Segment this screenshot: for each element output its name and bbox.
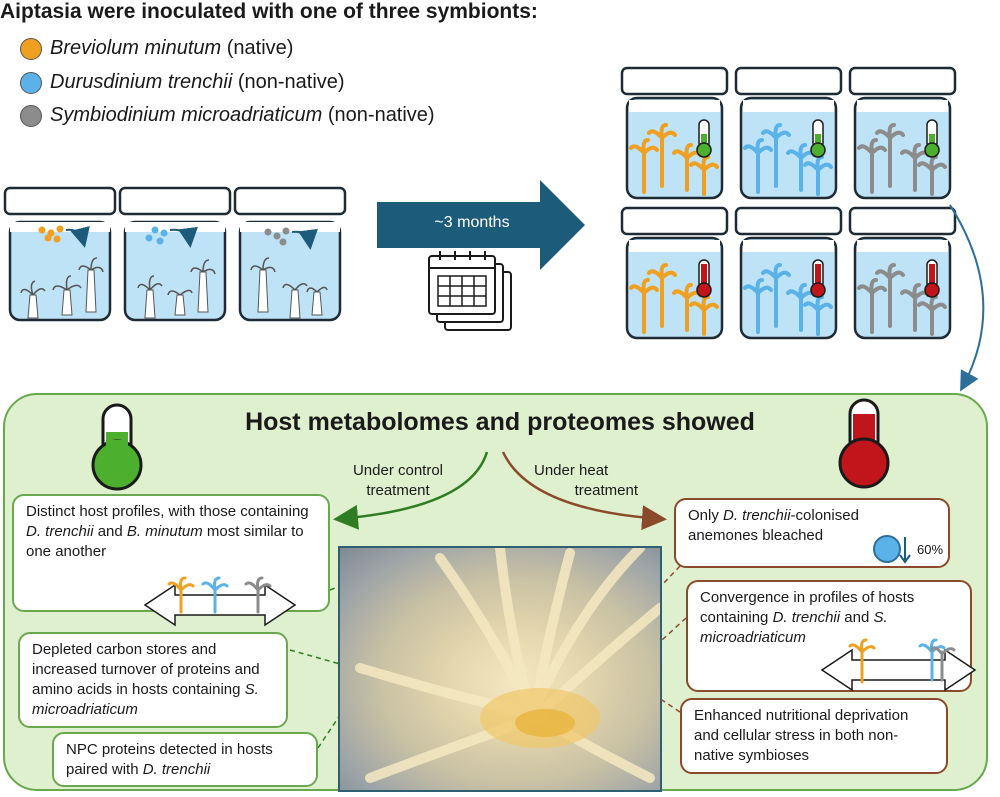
anemone-grey-icon bbox=[900, 143, 930, 192]
species-name: D. trenchii bbox=[772, 609, 841, 626]
heat-thermometer-icon bbox=[810, 259, 826, 298]
anemone-grey-icon bbox=[900, 283, 930, 332]
anemone-grey-icon bbox=[857, 278, 887, 334]
anemone-grey-icon bbox=[857, 138, 887, 194]
anemone-grey-icon bbox=[917, 155, 947, 196]
finding-text: NPC proteins detected in hosts paired wi… bbox=[66, 741, 273, 778]
grey-symbiont-dot-icon bbox=[20, 104, 42, 127]
finding-text: and bbox=[93, 523, 127, 540]
legend-genus: Durusdinium trenchii bbox=[50, 71, 233, 93]
control-label-line2: treatment bbox=[366, 482, 430, 499]
legend-item-breviolum: Breviolum minutum (native) bbox=[20, 37, 293, 60]
treatment-jar-control-grey bbox=[848, 66, 957, 200]
species-name: B. minutum bbox=[126, 523, 203, 540]
control-branch-arrow bbox=[333, 451, 489, 530]
time-arrow-icon bbox=[377, 180, 585, 270]
finding-text: most similar to one another bbox=[26, 523, 304, 560]
treatment-jars bbox=[620, 66, 957, 340]
anemone-blue-icon bbox=[803, 155, 833, 196]
inoculation-jar-orange bbox=[3, 186, 117, 322]
anemone-blue-icon bbox=[803, 295, 833, 336]
blue-symbiont-dot-icon bbox=[20, 71, 42, 94]
figure-title: Aiptasia were inoculated with one of thr… bbox=[0, 0, 538, 23]
finding-npc-proteins: NPC proteins detected in hosts paired wi… bbox=[52, 732, 318, 787]
heat-branch-arrow bbox=[501, 451, 667, 531]
anemone-blue-icon bbox=[761, 263, 791, 328]
panel-title: Host metabolomes and proteomes showed bbox=[245, 408, 755, 436]
finding-depleted-carbon: Depleted carbon stores and increased tur… bbox=[18, 632, 288, 728]
finding-text: and bbox=[840, 609, 874, 626]
anemone-blue-icon bbox=[761, 123, 791, 188]
finding-convergence: Convergence in profiles of hosts contain… bbox=[686, 580, 972, 692]
inoculation-jar-blue bbox=[118, 186, 232, 322]
control-thermometer-icon bbox=[810, 119, 826, 158]
heat-label-line2: treatment bbox=[574, 482, 638, 499]
finding-text: -colonised anemones bleached bbox=[688, 507, 859, 544]
duration-label: ~3 months bbox=[434, 214, 510, 231]
anemone-blue-icon bbox=[743, 278, 773, 334]
legend-status: (native) bbox=[226, 37, 294, 59]
legend-status: (non-native) bbox=[237, 71, 345, 93]
curved-arrow-to-panel bbox=[949, 204, 985, 392]
treatment-jar-control-blue bbox=[734, 66, 843, 200]
treatment-jar-control-orange bbox=[620, 66, 729, 200]
finding-text: Distinct host profiles, with those conta… bbox=[26, 503, 309, 520]
control-thermometer-icon bbox=[696, 119, 712, 158]
control-thermometer-icon bbox=[91, 403, 143, 491]
anemone-grey-icon bbox=[875, 263, 905, 328]
anemone-orange-icon bbox=[689, 295, 719, 336]
species-name: D. trenchii bbox=[142, 761, 211, 778]
species-name: D. trenchii bbox=[26, 523, 94, 540]
anemone-tentacles-illustration bbox=[355, 548, 660, 783]
treatment-jar-heat-grey bbox=[848, 206, 957, 340]
inoculation-jar-grey bbox=[233, 186, 347, 322]
heat-label-line1: Under heat bbox=[534, 462, 609, 479]
species-name: S. microadriaticum bbox=[700, 609, 888, 646]
anemone-blue-icon bbox=[743, 138, 773, 194]
dashed-connectors bbox=[289, 565, 687, 749]
control-treatment-label: Under control treatment bbox=[338, 461, 458, 501]
control-label-line1: Under control bbox=[352, 462, 444, 479]
anemone-orange-icon bbox=[629, 278, 659, 334]
species-name: S. microadriaticum bbox=[32, 681, 259, 718]
finding-distinct-profiles: Distinct host profiles, with those conta… bbox=[12, 494, 330, 612]
legend-item-symbiodinium: Symbiodinium microadriaticum (non-native… bbox=[20, 104, 435, 127]
finding-text: Depleted carbon stores and increased tur… bbox=[32, 641, 260, 698]
treatment-jar-heat-orange bbox=[620, 206, 729, 340]
species-name: D. trenchii bbox=[723, 507, 791, 524]
heat-thermometer-icon bbox=[924, 259, 940, 298]
finding-enhanced-stress: Enhanced nutritional deprivation and cel… bbox=[680, 698, 948, 774]
anemone-photo bbox=[338, 546, 662, 792]
heat-thermometer-icon bbox=[838, 398, 890, 489]
finding-bleaching: Only D. trenchii-colonised anemones blea… bbox=[674, 498, 950, 568]
anemone-orange-icon bbox=[647, 123, 677, 188]
finding-text: Enhanced nutritional deprivation and cel… bbox=[694, 707, 909, 764]
legend-status: (non-native) bbox=[327, 104, 435, 126]
orange-symbiont-dot-icon bbox=[20, 37, 42, 60]
anemone-orange-icon bbox=[672, 283, 702, 332]
heat-thermometer-icon bbox=[696, 259, 712, 298]
anemone-orange-icon bbox=[629, 138, 659, 194]
anemone-grey-icon bbox=[875, 123, 905, 188]
calendar-stack-icon bbox=[428, 251, 512, 331]
anemone-blue-icon bbox=[786, 143, 816, 192]
anemone-grey-icon bbox=[917, 295, 947, 336]
anemone-orange-icon bbox=[689, 155, 719, 196]
finding-text: Convergence in profiles of hosts contain… bbox=[700, 589, 915, 626]
legend-item-durusdinium: Durusdinium trenchii (non-native) bbox=[20, 71, 345, 94]
legend-genus: Breviolum minutum bbox=[50, 37, 222, 59]
heat-treatment-label: Under heat treatment bbox=[528, 461, 648, 501]
treatment-jar-heat-blue bbox=[734, 206, 843, 340]
anemone-orange-icon bbox=[647, 263, 677, 328]
control-thermometer-icon bbox=[924, 119, 940, 158]
bleaching-percent: 60% bbox=[917, 542, 944, 557]
anemone-orange-icon bbox=[672, 143, 702, 192]
legend-genus: Symbiodinium microadriaticum bbox=[50, 104, 323, 126]
anemone-blue-icon bbox=[786, 283, 816, 332]
finding-text: Only bbox=[688, 507, 724, 524]
